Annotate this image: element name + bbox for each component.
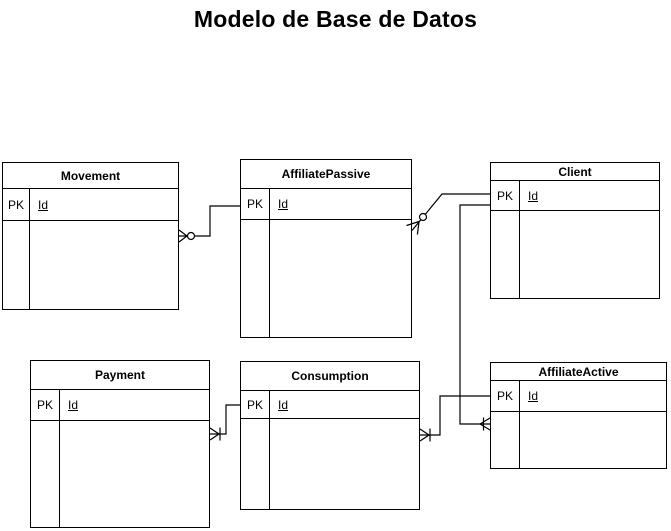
zero-circle-icon	[186, 231, 196, 241]
entity-consumption-title: Consumption	[241, 362, 419, 391]
relationship-consumption-payment[interactable]	[209, 404, 240, 441]
crow-foot-many-icon	[419, 428, 430, 442]
entity-consumption-pk-label: PK	[241, 391, 270, 418]
crow-foot-many-icon	[209, 427, 220, 441]
entity-affiliate-active-field-id: Id	[528, 389, 539, 403]
entity-movement-title: Movement	[3, 163, 178, 189]
entity-payment-body	[31, 421, 209, 527]
relationship-client-affiliatepassive[interactable]	[406, 193, 490, 235]
entity-affiliate-active-title: AffiliateActive	[491, 363, 666, 381]
entity-affiliate-passive-body	[241, 220, 411, 337]
entity-movement-pk-label: PK	[3, 189, 30, 220]
entity-affiliate-passive-field-id: Id	[278, 197, 289, 211]
entity-client-pk-label: PK	[491, 181, 520, 210]
entity-affiliate-active[interactable]: AffiliateActive PK Id	[490, 362, 667, 469]
relationship-affiliateactive-consumption[interactable]	[419, 395, 490, 442]
entity-payment-title: Payment	[31, 361, 209, 390]
relationship-affiliatepassive-movement[interactable]	[178, 205, 240, 243]
entity-affiliate-active-pk-label: PK	[491, 381, 520, 411]
entity-movement-field-id: Id	[38, 197, 49, 212]
entity-client[interactable]: Client PK Id	[490, 162, 660, 299]
relationship-client-affiliateactive[interactable]	[459, 204, 491, 431]
entity-affiliate-passive-title: AffiliatePassive	[241, 160, 411, 189]
entity-affiliate-passive-pk-label: PK	[241, 189, 270, 219]
diagram-title: Modelo de Base de Datos	[193, 6, 478, 32]
zero-circle-icon	[418, 212, 428, 222]
entity-movement-body	[3, 221, 178, 309]
entity-payment-pk-label: PK	[31, 390, 60, 420]
entity-consumption-field-id: Id	[278, 397, 289, 412]
crow-foot-many-icon	[178, 229, 188, 243]
entity-affiliate-active-body	[491, 412, 666, 468]
entity-client-title: Client	[491, 163, 659, 181]
entity-affiliate-passive[interactable]: AffiliatePassive PK Id	[240, 159, 412, 338]
entity-payment[interactable]: Payment PK Id	[30, 360, 210, 528]
entity-client-body	[491, 211, 659, 298]
entity-client-field-id: Id	[528, 188, 539, 203]
entity-consumption-body	[241, 419, 419, 509]
crow-foot-many-icon	[479, 417, 491, 431]
entity-movement[interactable]: Movement PK Id	[2, 162, 179, 310]
entity-payment-field-id: Id	[68, 398, 79, 412]
entity-consumption[interactable]: Consumption PK Id	[240, 361, 420, 510]
